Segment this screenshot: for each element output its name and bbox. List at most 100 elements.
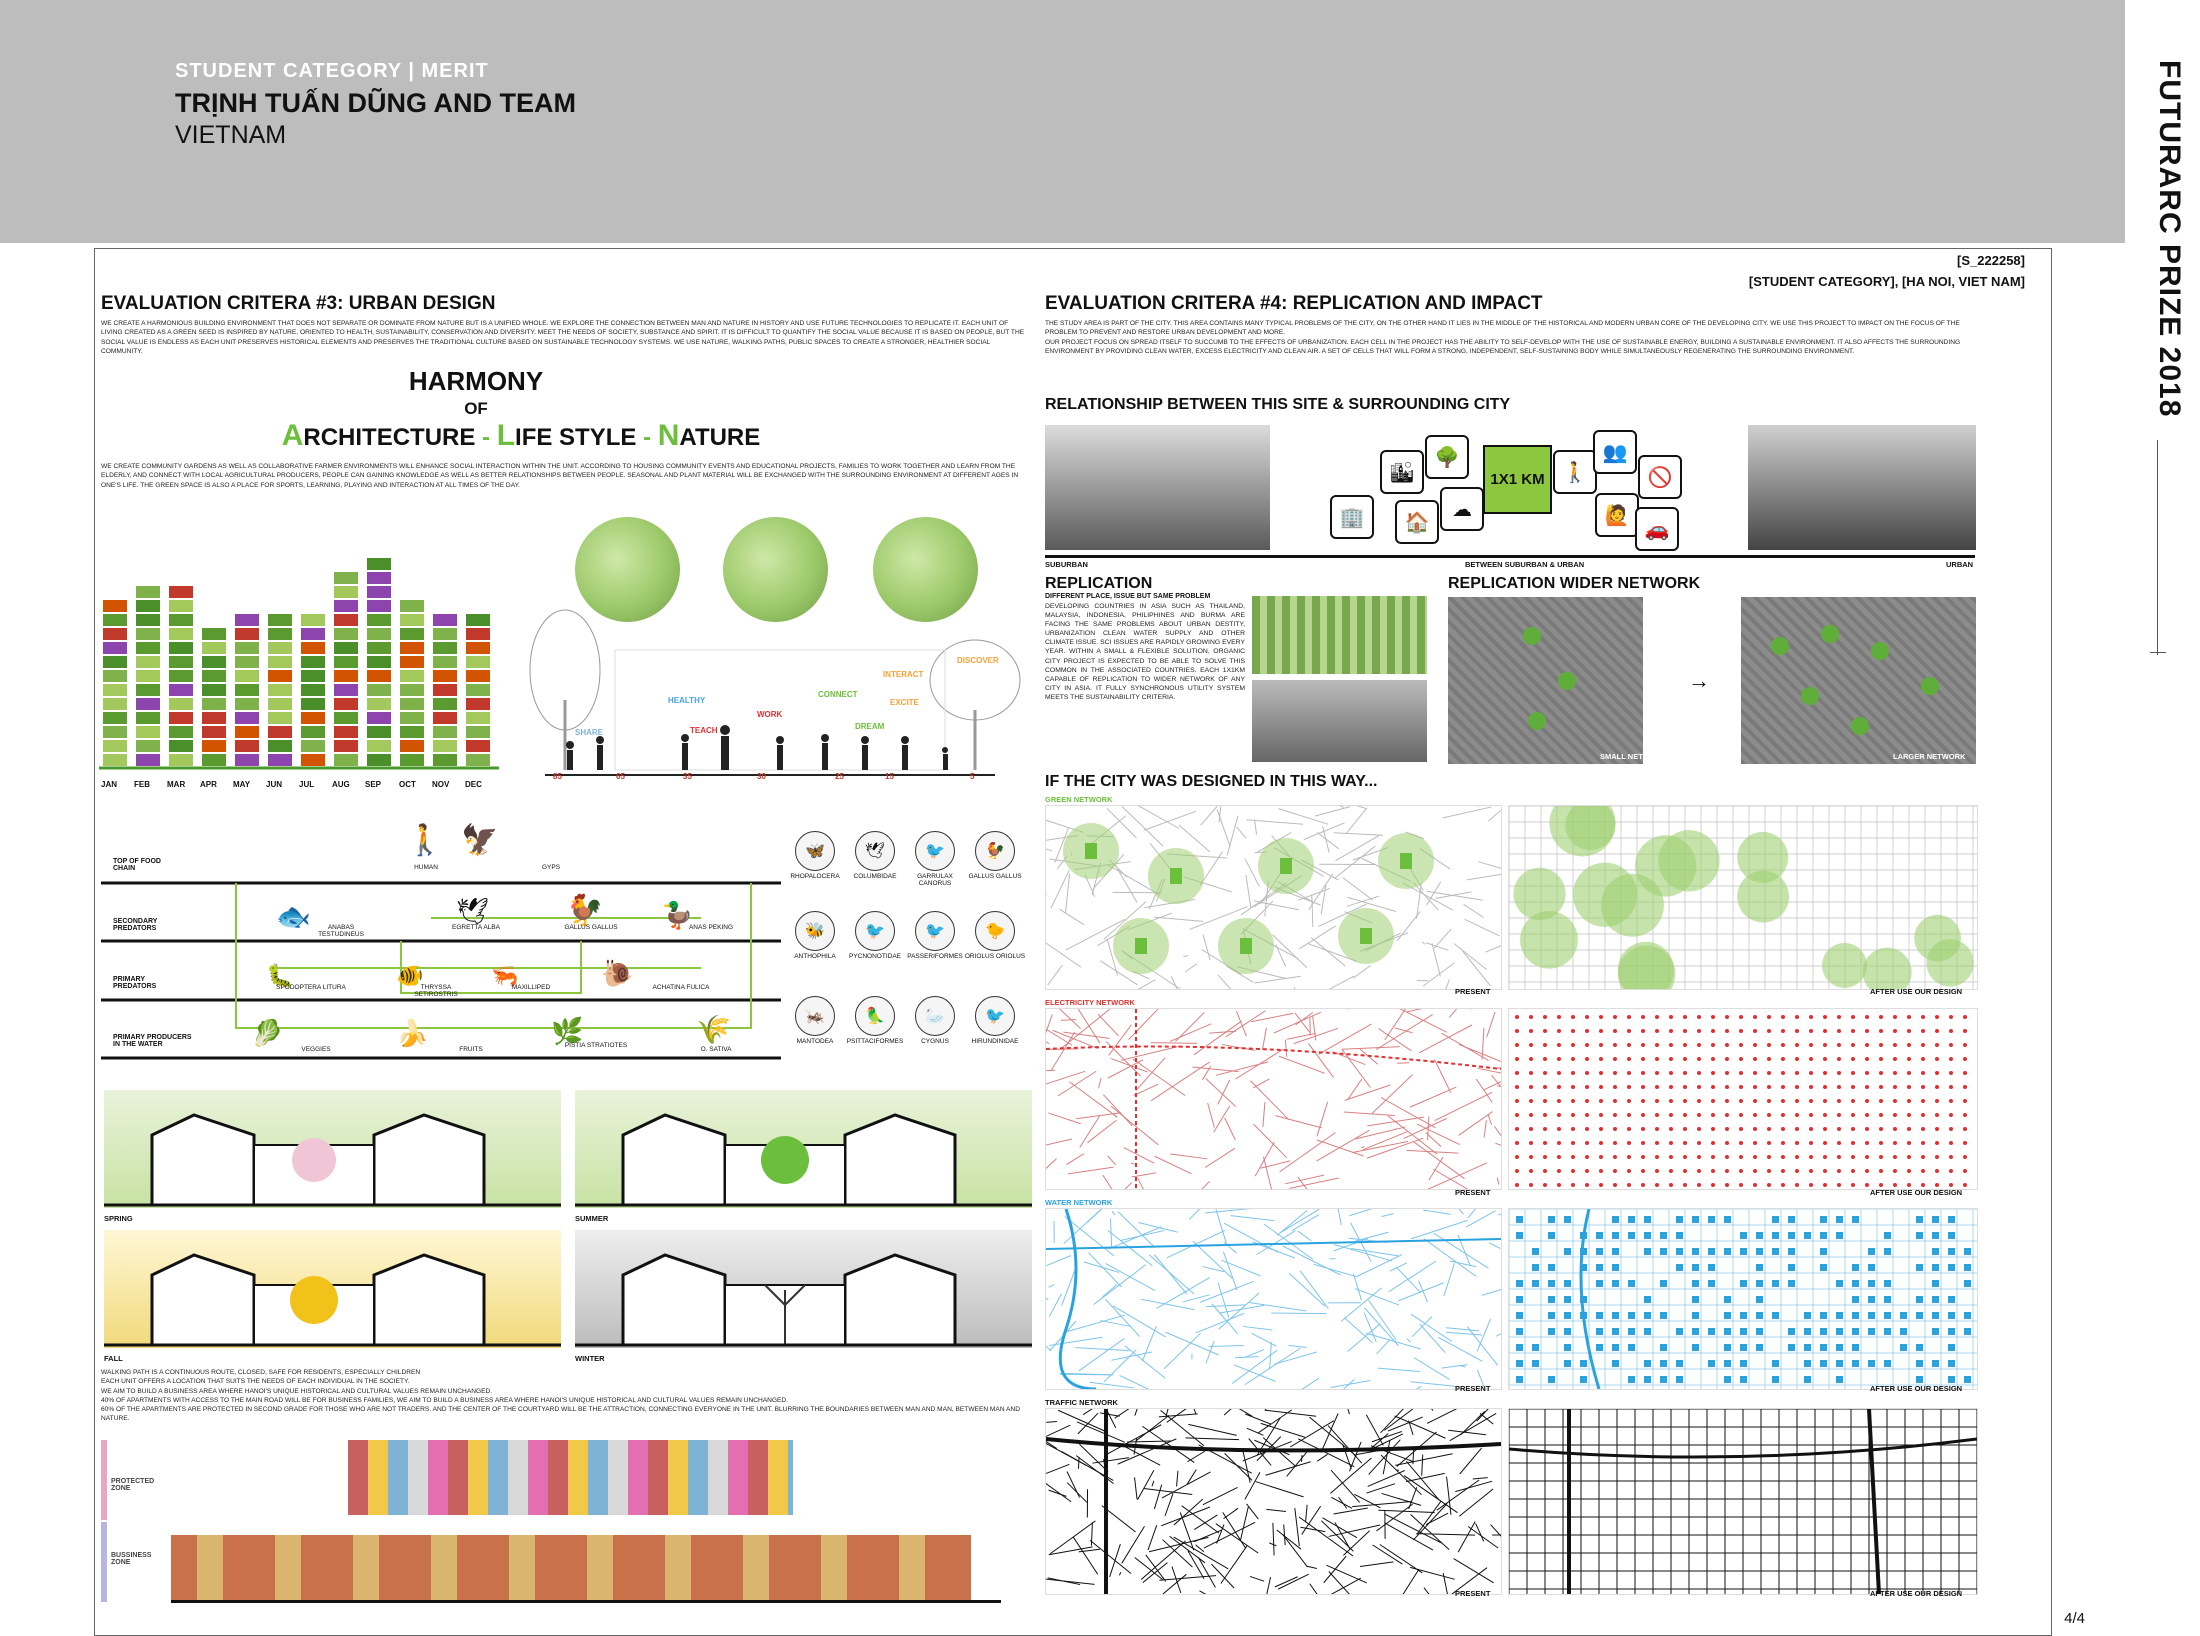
- entry-category: [STUDENT CATEGORY], [HA NOI, VIET NAM]: [1749, 274, 2025, 289]
- vegetable-cell: [301, 656, 325, 668]
- larger-network-map: [1741, 597, 1976, 764]
- harmony-line2: OF: [0, 399, 1031, 419]
- vegetable-cell: [301, 684, 325, 696]
- street-line: [1170, 1154, 1207, 1159]
- street-line: [1073, 1537, 1098, 1574]
- street-line: [1266, 1462, 1311, 1476]
- vegetable-cell: [235, 670, 259, 682]
- street-line: [1105, 1299, 1139, 1336]
- season-spring: [104, 1090, 561, 1208]
- vegetable-cell: [268, 754, 292, 766]
- harmony-a-rest: RCHITECTURE: [303, 424, 475, 451]
- street-line: [1118, 1439, 1177, 1464]
- vegetable-cell: [466, 628, 490, 640]
- street-line: [1395, 1454, 1452, 1466]
- harmony-line3: ARCHITECTURE - LIFE STYLE - NATURE: [11, 419, 1031, 453]
- street-line: [1382, 1214, 1394, 1217]
- street-line: [1206, 1078, 1236, 1106]
- vegetable-cell: [169, 712, 193, 724]
- street-line: [1288, 1345, 1306, 1347]
- street-line: [1435, 1092, 1493, 1120]
- street-line: [1419, 1025, 1472, 1053]
- street-line: [1486, 930, 1501, 952]
- street-line: [1068, 1167, 1114, 1174]
- dove-icon: 🕊: [855, 831, 895, 871]
- street-line: [1188, 1424, 1236, 1435]
- street-line: [1269, 1543, 1276, 1546]
- summer-section: [575, 1090, 1032, 1208]
- street-line: [1449, 1009, 1469, 1017]
- street-line: [1444, 1263, 1455, 1295]
- label-traffic-network: TRAFFIC NETWORK: [1045, 1398, 1118, 1407]
- street-line: [1443, 807, 1491, 818]
- vegetable-cell: [367, 614, 391, 626]
- street-line: [1183, 955, 1188, 956]
- street-line: [1046, 1422, 1057, 1423]
- human-icon: 🚶: [406, 823, 443, 858]
- street-line: [1306, 1505, 1308, 1522]
- street-line: [1254, 1440, 1289, 1455]
- vegetable-cell: [466, 740, 490, 752]
- street-line: [1079, 1444, 1108, 1472]
- street-line: [1256, 1482, 1304, 1497]
- label-o-sativa: O. SATIVA: [681, 1046, 751, 1053]
- street-line: [1339, 1497, 1347, 1508]
- street-line: [1254, 901, 1299, 910]
- street-line: [1103, 1175, 1128, 1189]
- vegetable-cell: [334, 572, 358, 584]
- street-line: [1189, 1209, 1212, 1219]
- street-line: [1135, 1409, 1140, 1416]
- street-line: [1084, 1262, 1119, 1272]
- vegetable-cell: [334, 614, 358, 626]
- street-line: [1151, 1043, 1197, 1044]
- winter-section: [575, 1230, 1032, 1348]
- street-line: [1142, 1326, 1156, 1361]
- word-discover: DISCOVER: [957, 656, 999, 665]
- vegetable-cell: [400, 628, 424, 640]
- vegetable-cell: [334, 670, 358, 682]
- vegetable-cell: [169, 670, 193, 682]
- label-business-zone: BUSSINESS ZONE: [111, 1552, 171, 1566]
- vegetable-cell: [169, 754, 193, 766]
- street-line: [1166, 1332, 1219, 1355]
- street-line: [1066, 1154, 1084, 1165]
- month-dec: DEC: [465, 780, 482, 789]
- street-line: [1317, 1454, 1327, 1461]
- street-line: [1459, 1489, 1493, 1516]
- street-line: [1161, 1507, 1210, 1526]
- vegetable-cell: [433, 628, 457, 640]
- street-line: [1046, 1425, 1070, 1446]
- street-line: [1134, 1084, 1158, 1095]
- vegetable-cell: [169, 600, 193, 612]
- label-gallus-2: GALLUS GALLUS: [960, 873, 1030, 880]
- street-line: [1314, 1264, 1358, 1277]
- vegetable-cell: [301, 614, 325, 626]
- street-line: [1240, 1507, 1248, 1541]
- word-share: SHARE: [575, 728, 603, 737]
- street-line: [1108, 1156, 1116, 1165]
- street-line: [1217, 809, 1230, 846]
- street-line: [1294, 987, 1310, 989]
- chicken-icon: 🐓: [975, 831, 1015, 871]
- street-line: [1255, 1142, 1274, 1176]
- side-tick: [2150, 652, 2166, 653]
- street-line: [1163, 1574, 1186, 1594]
- vegetable-cell: [334, 712, 358, 724]
- snail-icon: 🐌: [601, 958, 633, 989]
- street-line: [1164, 1333, 1200, 1368]
- street-line: [1277, 1210, 1307, 1235]
- if-city-title: IF THE CITY WAS DESIGNED IN THIS WAY...: [1045, 773, 1378, 791]
- street-line: [1378, 1368, 1420, 1371]
- right-column: EVALUATION CRITERA #4: REPLICATION AND I…: [1045, 293, 1980, 356]
- label-small-network: SMALL NETWORK: [1600, 752, 1667, 761]
- street-line: [1344, 1112, 1395, 1115]
- age-65: 65: [616, 772, 625, 781]
- replication-text-block: Developing countries in Asia such as Tha…: [1045, 602, 1245, 702]
- street-line: [1283, 1246, 1341, 1275]
- street-line: [1333, 1508, 1367, 1514]
- axis-between: BETWEEN SUBURBAN & URBAN: [1465, 560, 1584, 569]
- vegetable-cell: [400, 684, 424, 696]
- street-line: [1354, 1274, 1362, 1300]
- street-line: [1316, 1130, 1369, 1161]
- vegetable-cell: [367, 586, 391, 598]
